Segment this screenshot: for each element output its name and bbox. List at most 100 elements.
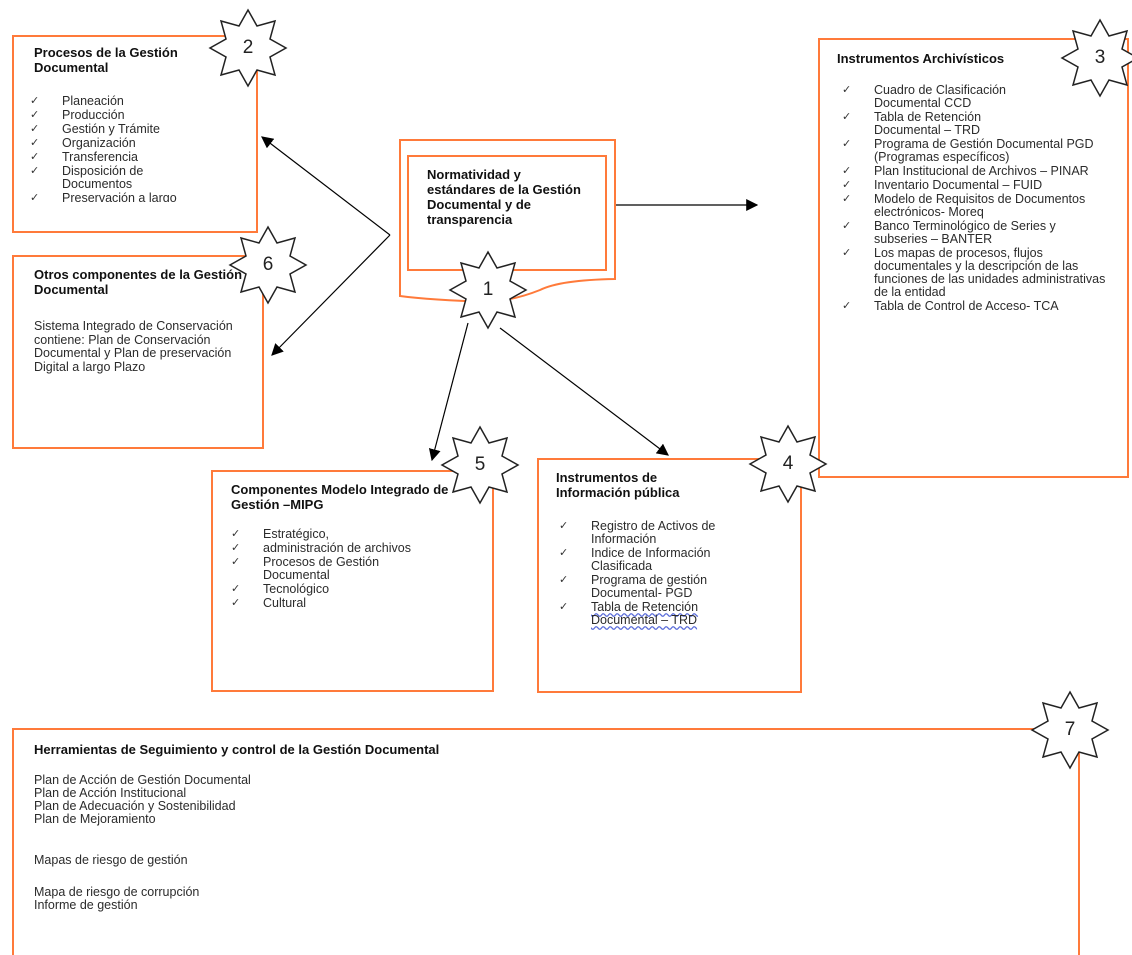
list-item: ✓Transferencia <box>30 150 138 164</box>
star-badge-shape <box>748 424 828 504</box>
mipg-box: Componentes Modelo Integrado de Gestión … <box>211 470 494 692</box>
herramientas-line: Mapas de riesgo de gestión <box>34 853 188 867</box>
list-item: ✓Los mapas de procesos, flujos documenta… <box>842 246 1106 299</box>
check-icon: ✓ <box>842 138 852 150</box>
herramientas-line: Mapa de riesgo de corrupción <box>34 885 200 899</box>
list-item: ✓Banco Terminológico de Series y subseri… <box>842 219 1056 246</box>
arrow-to-mipg <box>428 322 469 462</box>
arrow-to-instrumentos-informacion <box>499 327 669 456</box>
badge-number: 7 <box>1064 719 1076 740</box>
list-item: ✓Preservación a largo <box>30 192 250 202</box>
list-item: ✓Tabla de Control de Acceso- TCA <box>842 299 1059 313</box>
check-icon: ✓ <box>30 95 40 107</box>
list-item: ✓Tabla de Retención Documental – TRD <box>559 600 699 627</box>
check-icon: ✓ <box>842 247 852 259</box>
badge-number: 5 <box>474 454 486 475</box>
arrow-to-otros <box>271 234 391 356</box>
mipg-title: Componentes Modelo Integrado de Gestión … <box>231 482 449 512</box>
check-icon: ✓ <box>842 300 852 312</box>
list-item: ✓Indice de Información Clasificada <box>559 546 711 573</box>
badge-number: 4 <box>782 453 794 474</box>
badge-number: 2 <box>242 37 254 58</box>
check-icon: ✓ <box>231 542 241 554</box>
list-item: ✓Organización <box>30 136 136 150</box>
procesos-box: Procesos de la Gestión Documental ✓Plane… <box>12 35 258 233</box>
star-badge-4: 4 <box>748 424 828 504</box>
herramientas-title: Herramientas de Seguimiento y control de… <box>34 742 440 757</box>
check-icon: ✓ <box>231 556 241 568</box>
herramientas-line: Plan de Mejoramiento <box>34 812 156 826</box>
arrow-to-procesos <box>261 136 391 236</box>
herramientas-line: Informe de gestión <box>34 898 138 912</box>
instrumentos-informacion-title: Instrumentos de Información pública <box>556 470 680 500</box>
star-badge-shape <box>448 250 528 330</box>
star-badge-shape <box>440 425 520 505</box>
list-item: ✓Programa de Gestión Documental PGD (Pro… <box>842 137 1094 164</box>
center-box: Normatividad y estándares de la Gestión … <box>407 155 607 271</box>
list-item: ✓Tabla de Retención Documental – TRD <box>842 110 982 137</box>
star-badge-1: 1 <box>448 250 528 330</box>
check-icon: ✓ <box>559 520 569 532</box>
list-item: ✓Inventario Documental – FUID <box>842 178 1043 192</box>
check-icon: ✓ <box>30 109 40 121</box>
check-icon: ✓ <box>559 547 569 559</box>
check-icon: ✓ <box>30 137 40 149</box>
herramientas-line: Plan de Adecuación y Sostenibilidad <box>34 799 236 813</box>
badge-number: 1 <box>482 279 494 300</box>
star-badge-shape <box>208 8 288 88</box>
star-badge-shape <box>1030 690 1110 770</box>
star-badge-5: 5 <box>440 425 520 505</box>
check-icon: ✓ <box>842 220 852 232</box>
check-icon: ✓ <box>559 601 569 613</box>
badge-number: 6 <box>262 254 274 275</box>
check-icon: ✓ <box>30 192 40 202</box>
list-item: ✓Tecnológico <box>231 582 330 596</box>
instrumentos-archivisticos-list: ✓Cuadro de Clasificación Documental CCD … <box>842 84 1105 314</box>
mipg-list: ✓Estratégico, ✓administración de archivo… <box>231 528 481 611</box>
star-badge-shape <box>1060 18 1132 98</box>
star-badge-shape <box>228 225 308 305</box>
otros-box: Otros componentes de la Gestión Document… <box>12 255 264 449</box>
herramientas-line: Plan de Acción de Gestión Documental <box>34 773 251 787</box>
list-item: ✓Producción <box>30 108 125 122</box>
star-badge-7: 7 <box>1030 690 1110 770</box>
list-item: ✓Gestión y Trámite <box>30 122 160 136</box>
center-title: Normatividad y estándares de la Gestión … <box>427 167 581 227</box>
herramientas-box: Herramientas de Seguimiento y control de… <box>12 728 1080 955</box>
instrumentos-archivisticos-box: Instrumentos Archivísticos ✓Cuadro de Cl… <box>818 38 1129 478</box>
list-item: ✓Modelo de Requisitos de Documentos elec… <box>842 192 1086 219</box>
check-icon: ✓ <box>30 151 40 163</box>
procesos-title: Procesos de la Gestión Documental <box>34 45 178 75</box>
otros-title: Otros componentes de la Gestión Document… <box>34 267 243 297</box>
list-item: ✓Programa de gestión Documental- PGD <box>559 573 708 600</box>
list-item: ✓Cultural <box>231 596 307 610</box>
check-icon: ✓ <box>559 574 569 586</box>
check-icon: ✓ <box>842 165 852 177</box>
star-badge-6: 6 <box>228 225 308 305</box>
check-icon: ✓ <box>842 84 852 96</box>
check-icon: ✓ <box>842 193 852 205</box>
badge-number: 3 <box>1094 47 1106 68</box>
instrumentos-informacion-list: ✓Registro de Activos de Información ✓Ind… <box>559 520 789 628</box>
list-item: ✓Procesos de Gestión Documental <box>231 555 380 582</box>
center-outer-frame <box>399 139 616 304</box>
otros-text: Sistema Integrado de Conservación contie… <box>34 319 233 374</box>
check-icon: ✓ <box>842 179 852 191</box>
list-item: ✓administración de archivos <box>231 541 411 555</box>
star-badge-3: 3 <box>1060 18 1132 98</box>
check-icon: ✓ <box>30 123 40 135</box>
herramientas-line: Plan de Acción Institucional <box>34 786 187 800</box>
list-item: ✓Disposición de Documentos <box>30 164 144 191</box>
star-badge-2: 2 <box>208 8 288 88</box>
procesos-list: ✓Planeación ✓Producción ✓Gestión y Trámi… <box>30 95 250 203</box>
check-icon: ✓ <box>842 111 852 123</box>
list-item: ✓Estratégico, <box>231 527 330 541</box>
check-icon: ✓ <box>231 528 241 540</box>
check-icon: ✓ <box>231 597 241 609</box>
check-icon: ✓ <box>30 165 40 177</box>
check-icon: ✓ <box>231 583 241 595</box>
list-item: ✓Registro de Activos de Información <box>559 519 716 546</box>
list-item: ✓Planeación <box>30 94 124 108</box>
list-item: ✓Plan Institucional de Archivos – PINAR <box>842 164 1089 178</box>
